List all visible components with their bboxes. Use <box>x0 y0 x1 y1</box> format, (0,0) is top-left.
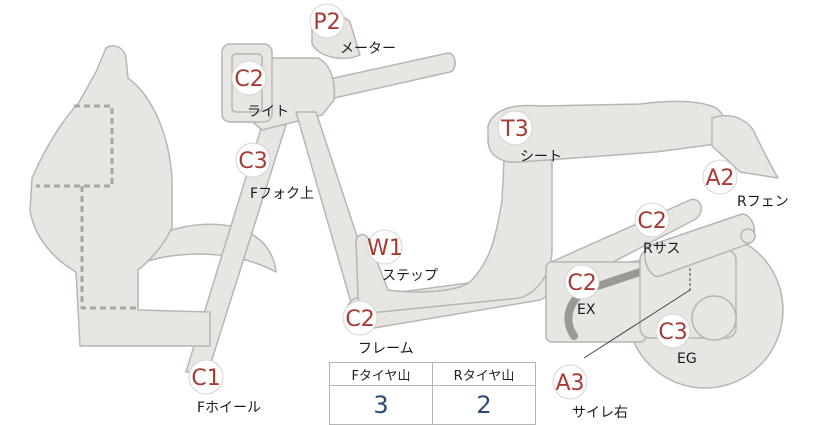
label-rear-fender: Rフェン <box>737 194 789 210</box>
front-apron <box>29 45 211 347</box>
tire-table-header-row: Fタイヤ山 Rタイヤ山 <box>329 362 536 386</box>
badge-fork-upper: C3 <box>235 142 271 178</box>
front-tire-header: Fタイヤ山 <box>329 362 433 386</box>
badge-rear-shock: C2 <box>634 202 670 238</box>
badge-frame-code: C2 <box>345 307 374 332</box>
tire-tread-table: Fタイヤ山 Rタイヤ山 3 2 <box>329 362 536 425</box>
label-step: ステップ <box>382 268 438 284</box>
rear-fender <box>711 115 779 179</box>
engine-hub <box>691 295 737 341</box>
badge-step-code: W1 <box>367 236 403 261</box>
badge-exhaust: C2 <box>564 264 600 300</box>
badge-seat-code: T3 <box>500 117 528 142</box>
label-frame: フレーム <box>358 341 414 357</box>
label-rear-shock: Rサス <box>643 241 681 257</box>
badge-front-wheel: C1 <box>188 359 224 395</box>
badge-rear-fender: A2 <box>702 159 738 195</box>
badge-seat: T3 <box>497 110 533 146</box>
badge-engine: C3 <box>655 313 691 349</box>
badge-rear-shock-code: C2 <box>637 209 666 234</box>
badge-meter-code: P2 <box>313 10 340 35</box>
label-light: ライト <box>247 104 289 120</box>
badge-engine-code: C3 <box>658 320 687 345</box>
badge-step: W1 <box>367 229 403 265</box>
seat <box>487 100 727 163</box>
badge-light-code: C2 <box>234 67 263 92</box>
rear-tire-header: Rタイヤ山 <box>432 362 536 386</box>
rear-tire-value: 2 <box>432 385 536 425</box>
label-meter: メーター <box>340 41 396 57</box>
rear-shock <box>644 213 756 277</box>
label-front-wheel: Fホイール <box>197 400 262 416</box>
handlebar <box>324 52 456 99</box>
badge-meter: P2 <box>309 3 345 39</box>
label-engine: EG <box>677 351 697 367</box>
badge-rear-fender-code: A2 <box>705 166 734 191</box>
badge-light: C2 <box>231 60 267 96</box>
tire-table-value-row: 3 2 <box>329 385 536 425</box>
front-tire-value: 3 <box>329 385 433 425</box>
badge-frame: C2 <box>342 300 378 336</box>
shock-mount <box>740 228 756 244</box>
badge-exhaust-code: C2 <box>567 271 596 296</box>
exhaust-leader-line <box>583 289 691 359</box>
badge-muffler-right-code: A3 <box>555 371 584 396</box>
label-fork-upper: Fフォク上 <box>250 186 315 202</box>
apron-zone-dash <box>36 104 136 310</box>
label-exhaust: EX <box>577 302 596 318</box>
label-muffler-right: サイレ右 <box>572 405 628 421</box>
badge-fork-upper-code: C3 <box>238 149 267 174</box>
badge-front-wheel-code: C1 <box>191 366 220 391</box>
badge-muffler-right: A3 <box>552 364 588 400</box>
label-seat: シート <box>520 149 562 165</box>
